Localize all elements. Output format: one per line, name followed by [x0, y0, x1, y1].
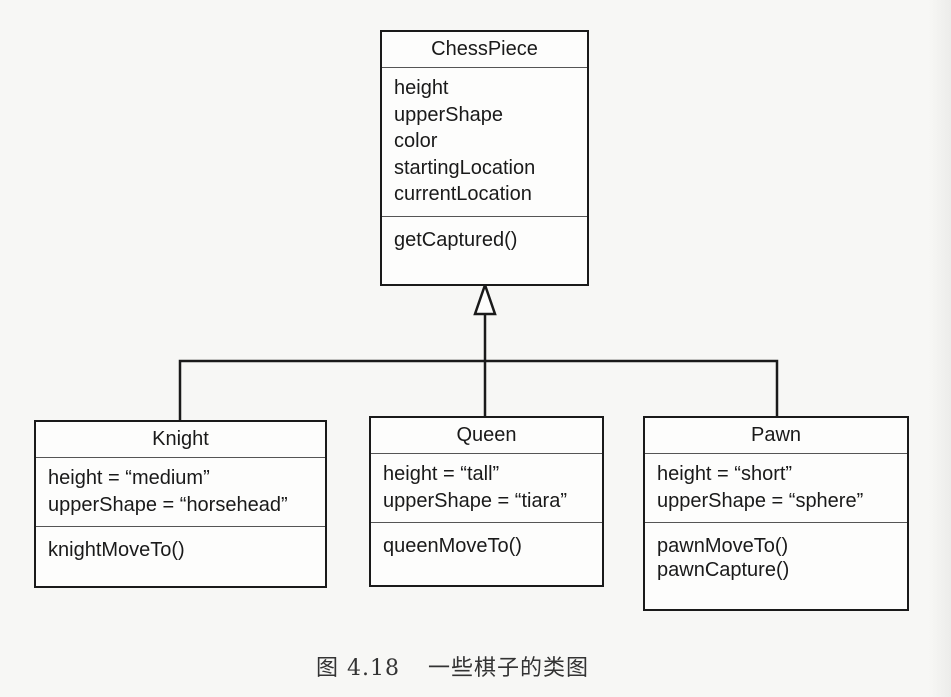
- figure-number: 图 4.18: [316, 656, 400, 681]
- class-name: ChessPiece: [382, 32, 587, 68]
- attributes-compartment: height = “short” upperShape = “sphere”: [645, 454, 907, 523]
- page-edge-shadow: [929, 0, 951, 697]
- operation: knightMoveTo(): [48, 539, 185, 561]
- attribute: upperShape = “sphere”: [657, 489, 864, 512]
- attribute: upperShape = “tiara”: [383, 489, 568, 512]
- attributes-compartment: height upperShape color startingLocation…: [382, 68, 587, 217]
- class-name: Pawn: [645, 418, 907, 454]
- operation: getCaptured(): [394, 228, 518, 251]
- class-queen: Queen height = “tall” upperShape = “tiar…: [369, 416, 604, 587]
- operation: pawnCapture(): [657, 559, 790, 581]
- operation: pawnMoveTo(): [657, 535, 789, 557]
- attribute: height = “tall”: [383, 463, 500, 485]
- class-chesspiece: ChessPiece height upperShape color start…: [380, 30, 589, 286]
- generalization-line-knight: [178, 359, 485, 420]
- attributes-compartment: height = “tall” upperShape = “tiara”: [371, 454, 602, 523]
- attributes-compartment: height = “medium” upperShape = “horsehea…: [36, 458, 325, 527]
- operations-compartment: queenMoveTo(): [371, 523, 602, 564]
- attribute: upperShape = “horsehead”: [48, 493, 288, 516]
- attribute: startingLocation: [394, 156, 536, 179]
- operations-compartment: getCaptured(): [382, 217, 587, 258]
- operation: queenMoveTo(): [383, 535, 522, 557]
- class-name: Queen: [371, 418, 602, 454]
- operations-compartment: pawnMoveTo() pawnCapture(): [645, 523, 907, 588]
- class-knight: Knight height = “medium” upperShape = “h…: [34, 420, 327, 588]
- attribute: currentLocation: [394, 183, 532, 205]
- operations-compartment: knightMoveTo(): [36, 527, 325, 568]
- class-pawn: Pawn height = “short” upperShape = “sphe…: [643, 416, 909, 611]
- attribute: height = “short”: [657, 463, 793, 485]
- attribute: color: [394, 130, 438, 152]
- attribute: height: [394, 77, 449, 99]
- class-name: Knight: [36, 422, 325, 458]
- attribute: height = “medium”: [48, 467, 210, 489]
- inheritance-arrowhead: [473, 281, 497, 316]
- attribute: upperShape: [394, 103, 503, 126]
- figure-caption: 图 4.18 一些棋子的类图: [316, 650, 589, 682]
- figure-title: 一些棋子的类图: [427, 656, 589, 681]
- generalization-line-pawn: [485, 359, 779, 416]
